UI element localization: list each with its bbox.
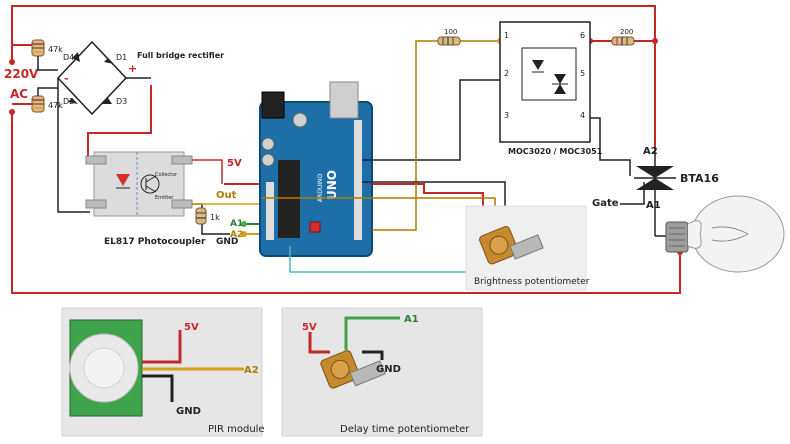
- resistor-100-label: 100: [444, 28, 457, 36]
- resistor-47k-bottom: 47k: [31, 95, 63, 113]
- gnd-label: GND: [216, 237, 238, 247]
- resistor-200-label: 200: [620, 28, 633, 36]
- pin-a1-label: A1: [230, 219, 243, 229]
- rectifier-plus: +: [128, 62, 137, 75]
- pir-gnd-label: GND: [176, 406, 201, 417]
- delay-gnd-label: GND: [376, 364, 401, 375]
- collector-label: Collector: [155, 172, 178, 178]
- resistor-200: 200: [611, 28, 635, 46]
- moc-pin-6: 6: [580, 31, 585, 40]
- emitter-label: Emitter: [155, 195, 174, 201]
- resistor-top-label: 47k: [48, 45, 63, 54]
- rectifier-minus: -: [64, 72, 69, 85]
- resistor-47k-top: 47k: [31, 39, 63, 57]
- delay-vcc-label: 5V: [302, 322, 317, 333]
- mains-voltage: 220V: [4, 67, 39, 81]
- diode-d4: D4: [63, 53, 74, 62]
- pir-vcc-label: 5V: [184, 322, 199, 333]
- triac-a1-label: A1: [646, 200, 661, 211]
- arduino-uno-board: UNO ARDUINO: [259, 81, 373, 257]
- light-bulb-icon: [655, 195, 785, 273]
- bridge-rectifier: 47k 47k D4 D1 D2 D3 + - Full b: [31, 39, 224, 213]
- photocoupler: Collector Emitter EL817 Photocoupler: [85, 151, 206, 247]
- pir-out-label: A2: [244, 365, 259, 376]
- resistor-1k: 1k: [195, 207, 220, 225]
- triac-name: BTA16: [680, 172, 719, 185]
- pir-panel: 5V A2 GND PIR module: [61, 307, 265, 437]
- triac-gate-label: Gate: [592, 198, 619, 209]
- out-label: Out: [216, 190, 237, 201]
- resistor-100: 100: [437, 28, 461, 46]
- resistor-1k-label: 1k: [210, 213, 220, 222]
- moc-title: MOC3020 / MOC3051: [508, 147, 603, 156]
- moc-optotriac: 1 2 3 4 5 6 MOC3020 / MOC3051: [499, 21, 603, 156]
- moc-pin-4: 4: [580, 111, 585, 120]
- triac-bta16: A2 A1 BTA16 Gate: [592, 146, 719, 236]
- moc-pin-2: 2: [504, 69, 509, 78]
- resistor-bottom-label: 47k: [48, 101, 63, 110]
- diode-d1: D1: [116, 53, 127, 62]
- moc-pin-1: 1: [504, 31, 509, 40]
- moc-pin-5: 5: [580, 69, 585, 78]
- triac-a2-label: A2: [643, 146, 658, 157]
- brightness-potentiometer: Brightness potentiometer: [465, 205, 590, 291]
- moc-pin-3: 3: [504, 111, 509, 120]
- delay-out-label: A1: [404, 314, 419, 325]
- photocoupler-title: EL817 Photocoupler: [104, 237, 206, 247]
- arduino-brand: ARDUINO: [317, 173, 324, 202]
- vcc-5v-label: 5V: [227, 158, 242, 169]
- diode-d2: D2: [63, 97, 74, 106]
- pir-title: PIR module: [208, 424, 265, 435]
- brightness-pot-title: Brightness potentiometer: [474, 277, 590, 287]
- diode-d3: D3: [116, 97, 127, 106]
- pin-a2-label: A2: [230, 230, 243, 240]
- delay-pot-title: Delay time potentiometer: [340, 424, 470, 435]
- delay-pot-panel: 5V A1 GND Delay time potentiometer: [281, 307, 483, 437]
- arduino-name: UNO: [325, 170, 339, 200]
- rectifier-title: Full bridge rectifier: [137, 51, 224, 60]
- mains-type: AC: [10, 87, 28, 101]
